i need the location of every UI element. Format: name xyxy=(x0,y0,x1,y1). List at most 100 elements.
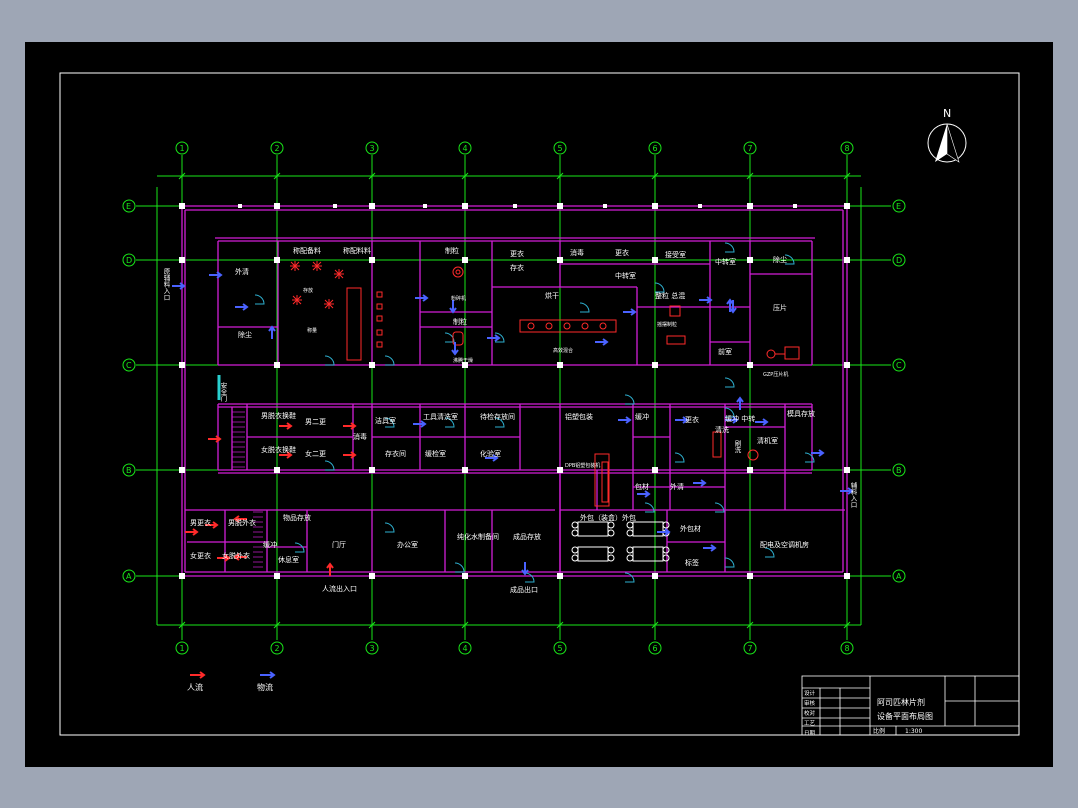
arrow-path xyxy=(725,416,739,424)
column-square xyxy=(274,467,280,473)
door-swing xyxy=(724,377,735,388)
flow-arrow xyxy=(279,451,293,459)
dim-tick xyxy=(178,172,186,180)
arrow-path xyxy=(595,338,609,346)
flow-arrow xyxy=(736,396,744,410)
arrow-path xyxy=(209,271,223,279)
door-swing xyxy=(654,282,665,293)
room-label-r6: 更衣 xyxy=(510,249,524,258)
grid-row-label: B xyxy=(896,466,902,475)
room-label-r8: 消毒 xyxy=(570,248,584,257)
column-square xyxy=(603,204,607,208)
dryer-tray xyxy=(563,322,571,330)
grid-row-label: D xyxy=(896,256,902,265)
equipment-label-e6: 摇摆制粒 xyxy=(657,321,677,328)
room-label-r27: 待检存放间 xyxy=(480,412,515,421)
flow-arrow xyxy=(726,298,734,312)
room-label-r45: 女更衣 xyxy=(190,551,211,560)
room-label-r57: 人流出入口 xyxy=(322,584,357,593)
room-label-r53: 外包（装盒）外包 xyxy=(580,513,636,522)
room-label-r55: 标签 xyxy=(685,558,699,567)
column-square xyxy=(557,257,563,263)
dim-tick xyxy=(368,172,376,180)
flow-arrow xyxy=(233,553,247,561)
column-square xyxy=(652,573,658,579)
grid-bubble xyxy=(648,641,662,655)
flow-arrow xyxy=(703,544,717,552)
grid-bubble xyxy=(892,569,906,583)
room-label-r5: 制粒 xyxy=(445,246,459,255)
column-square xyxy=(274,203,280,209)
column-square xyxy=(274,257,280,263)
column-square xyxy=(179,257,185,263)
packing-table xyxy=(632,521,664,537)
mixer-symbol xyxy=(669,305,681,317)
grid-bubble xyxy=(122,253,136,267)
room-label-r11: 中转室 xyxy=(615,271,636,280)
flow-arrow xyxy=(279,422,293,430)
grid-bubble xyxy=(648,141,662,155)
column-square xyxy=(423,204,427,208)
equipment-box xyxy=(376,341,383,348)
room-label-r22: 女脱衣换鞋 xyxy=(261,445,296,454)
title-row-label: 工艺 xyxy=(804,720,816,727)
room-label-r10: 接受室 xyxy=(665,250,686,259)
room-label-r33: 更衣 xyxy=(685,415,699,424)
arrow-path xyxy=(268,325,276,339)
room-label-r15: 整粒 总混 xyxy=(655,291,685,300)
equipment-label-e4: 沸腾干燥 xyxy=(453,357,473,364)
column-square xyxy=(238,204,242,208)
room-label-r17: 前室 xyxy=(718,347,732,356)
arrow-path xyxy=(618,416,632,424)
equipment-label-e7: GZP压片机 xyxy=(763,371,788,378)
room-label-r58: 成品出口 xyxy=(510,585,538,594)
arrow-path xyxy=(415,294,429,302)
grid-bubble xyxy=(743,641,757,655)
chair-symbol xyxy=(662,554,670,562)
room-label-r52: 成品存放 xyxy=(513,532,541,541)
flow-arrow xyxy=(415,294,429,302)
fan-symbol xyxy=(290,261,300,271)
door-swing xyxy=(254,294,265,305)
column-square xyxy=(844,203,850,209)
flow-arrow xyxy=(413,420,427,428)
door-swing xyxy=(294,542,305,553)
room-label-r54: 外包材 xyxy=(680,524,701,533)
column-square xyxy=(793,204,797,208)
chair-symbol xyxy=(662,521,670,529)
dim-tick xyxy=(178,621,186,629)
column-square xyxy=(462,257,468,263)
room-label-r44: 男脱外衣 xyxy=(228,518,256,527)
flow-arrow xyxy=(326,562,334,576)
room-label-r19: 安全门 xyxy=(219,381,227,403)
arrow-path xyxy=(208,435,222,443)
flow-arrow xyxy=(343,422,357,430)
dim-tick xyxy=(461,172,469,180)
title-line-2: 设备平面布局图 xyxy=(877,711,933,721)
flow-arrow xyxy=(485,454,499,462)
equipment-box xyxy=(376,329,383,336)
arrow-path xyxy=(521,562,529,576)
dim-tick xyxy=(651,172,659,180)
room-label-r49: 门厅 xyxy=(332,540,346,549)
grid-bubble xyxy=(458,141,472,155)
dim-tick xyxy=(843,621,851,629)
flow-arrow xyxy=(217,554,231,562)
room-label-r37: 清洗 xyxy=(715,425,729,434)
walls xyxy=(181,205,848,577)
flow-arrow xyxy=(208,435,222,443)
grid-col-label: 2 xyxy=(275,644,280,653)
chair-symbol xyxy=(662,546,670,554)
room-label-r32: 缓冲 xyxy=(635,412,649,421)
grid-bubble xyxy=(892,253,906,267)
arrow-path xyxy=(736,396,744,410)
dim-tick xyxy=(273,621,281,629)
dim-tick xyxy=(556,621,564,629)
column-square xyxy=(652,362,658,368)
room-label-r40: 外清 xyxy=(670,482,684,491)
arrow-path xyxy=(840,487,854,495)
grid-bubble xyxy=(458,641,472,655)
door-swing xyxy=(784,254,795,265)
